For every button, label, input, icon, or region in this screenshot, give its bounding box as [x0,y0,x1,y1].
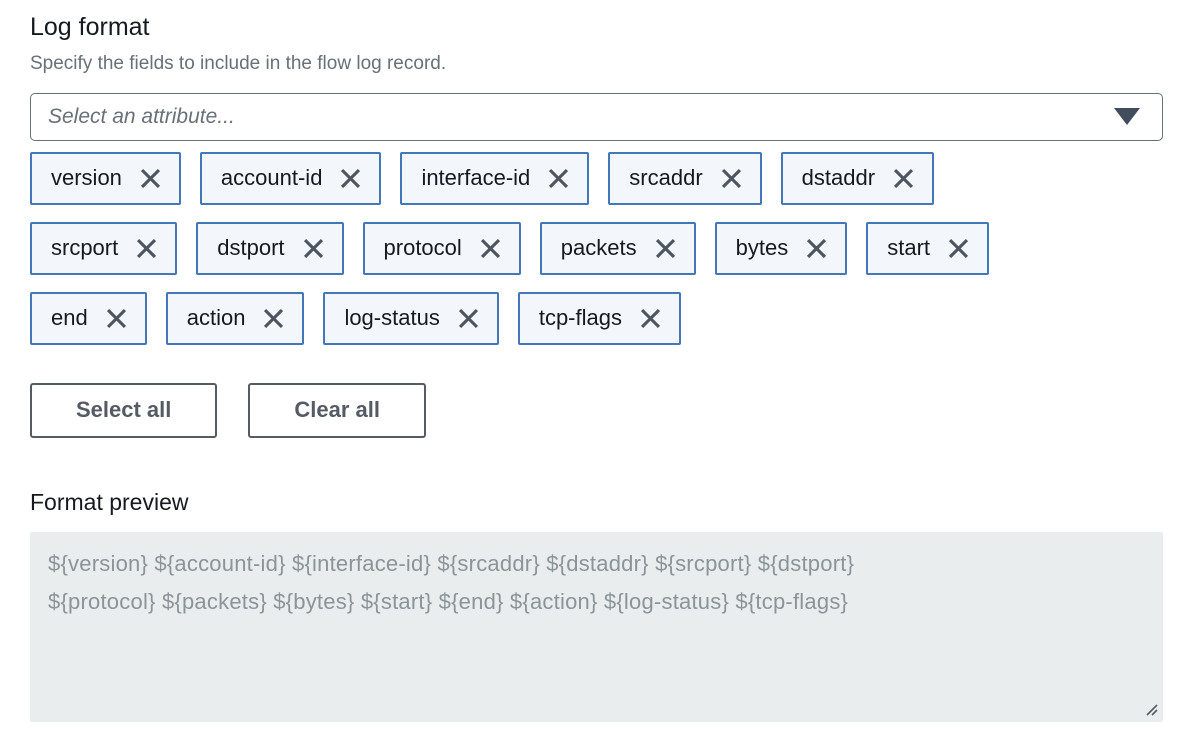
attribute-select-placeholder: Select an attribute... [48,104,235,128]
clear-all-button[interactable]: Clear all [248,382,426,438]
selected-attributes-list: version account-id interface-id srcaddr [30,151,1163,345]
format-preview [30,532,1163,723]
attribute-token: account-id [199,151,382,205]
remove-attribute-icon[interactable] [652,235,679,262]
remove-attribute-icon[interactable] [545,165,572,192]
attribute-token-label: srcport [51,235,119,261]
attribute-token-row: end action log-status tcp-flags [30,291,1163,345]
attribute-token: action [165,291,305,345]
attribute-token: packets [539,221,696,275]
remove-attribute-icon[interactable] [890,165,917,192]
attribute-token-label: account-id [220,165,323,191]
remove-attribute-icon[interactable] [260,305,287,332]
attribute-token: version [30,151,181,205]
remove-attribute-icon[interactable] [300,235,327,262]
attribute-token-label: tcp-flags [538,305,622,331]
attribute-token-row: version account-id interface-id srcaddr [30,151,1163,205]
select-all-button[interactable]: Select all [30,382,218,438]
attribute-token: bytes [714,221,848,275]
section-title: Log format [30,13,150,41]
attribute-token: srcaddr [608,151,762,205]
remove-attribute-icon[interactable] [337,165,364,192]
format-preview-label: Format preview [30,488,189,515]
chevron-down-icon [1114,108,1140,126]
log-format-section: Log format Specify the fields to include… [30,0,1163,723]
remove-attribute-icon[interactable] [637,305,664,332]
attribute-token: dstport [196,221,344,275]
attribute-select[interactable]: Select an attribute... [30,92,1163,141]
attribute-token-label: dstaddr [801,165,876,191]
attribute-token-label: start [887,235,931,261]
attribute-token-label: dstport [217,235,285,261]
format-preview-textarea[interactable] [30,532,1163,723]
remove-attribute-icon[interactable] [477,235,504,262]
attribute-token-label: version [51,165,122,191]
section-description: Specify the fields to include in the flo… [30,53,447,74]
attribute-token: log-status [323,291,499,345]
remove-attribute-icon[interactable] [718,165,745,192]
attribute-token-label: end [51,305,88,331]
attribute-token-row: srcport dstport protocol packets [30,221,1163,275]
attribute-token-label: bytes [735,235,789,261]
attribute-token: protocol [362,221,521,275]
remove-attribute-icon[interactable] [137,165,164,192]
attribute-token-label: packets [560,235,637,261]
attribute-token-label: log-status [344,305,440,331]
attribute-token: end [30,291,147,345]
attribute-token: interface-id [400,151,590,205]
attribute-token: start [866,221,990,275]
remove-attribute-icon[interactable] [133,235,160,262]
attribute-token-label: protocol [383,235,462,261]
attribute-token-label: action [186,305,246,331]
attribute-token-label: srcaddr [629,165,703,191]
attribute-actions: Select all Clear all [30,382,1163,438]
remove-attribute-icon[interactable] [945,235,972,262]
remove-attribute-icon[interactable] [803,235,830,262]
resize-handle-icon[interactable] [1143,701,1158,716]
attribute-token-label: interface-id [421,165,531,191]
attribute-token: dstaddr [780,151,935,205]
remove-attribute-icon[interactable] [103,305,130,332]
attribute-token: tcp-flags [517,291,681,345]
attribute-token: srcport [30,221,178,275]
remove-attribute-icon[interactable] [455,305,482,332]
